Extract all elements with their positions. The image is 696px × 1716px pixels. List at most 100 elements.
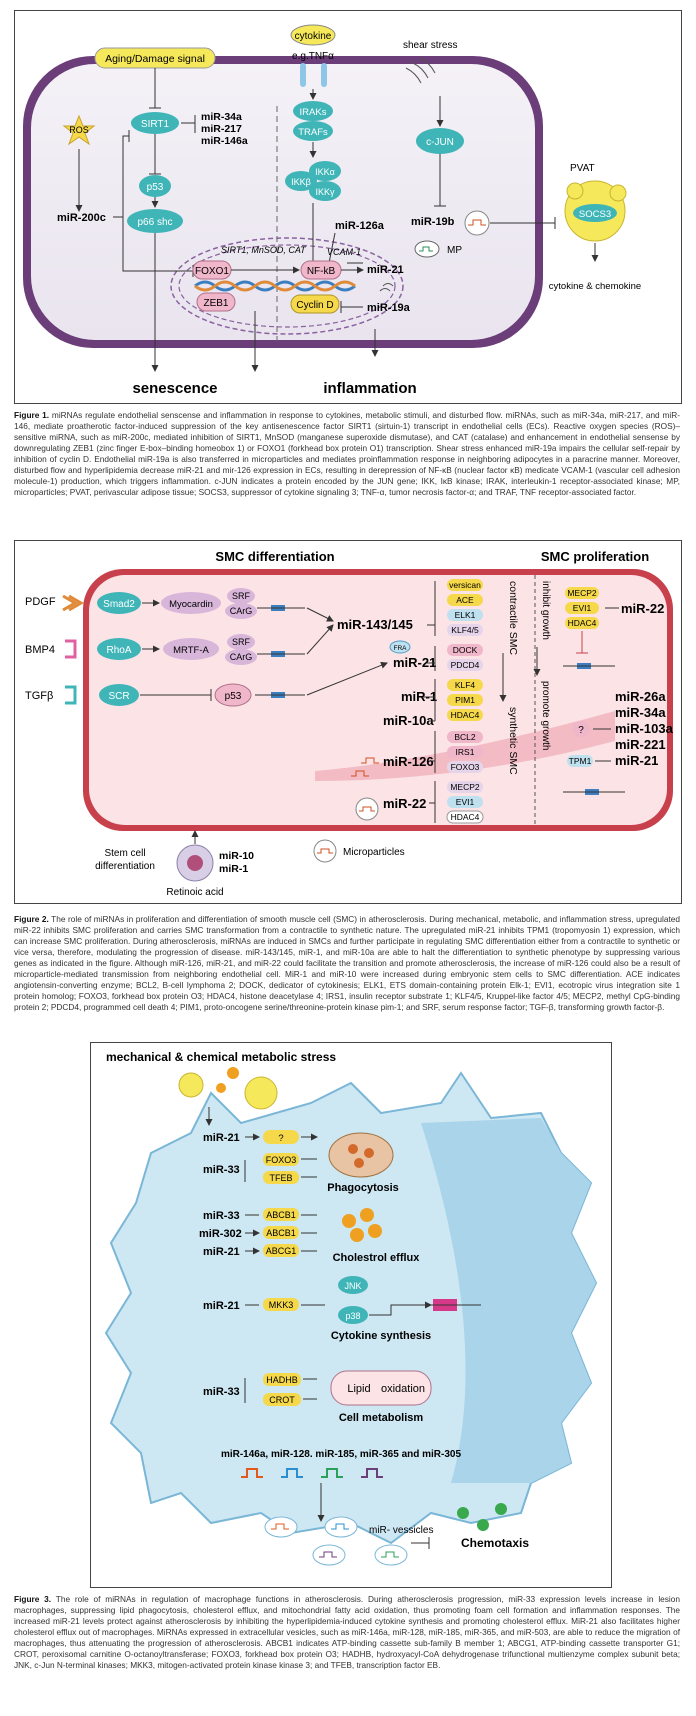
- macrophage-nucleus: [421, 1118, 596, 1483]
- arrow: [306, 661, 388, 696]
- receptor-icon: [300, 63, 306, 87]
- ros-star-icon: [62, 114, 96, 146]
- klf4-label: KLF4: [455, 680, 476, 690]
- mrtfa-label: MRTF-A: [173, 645, 209, 656]
- p66shc-node: [127, 209, 183, 233]
- fra1-node: [389, 640, 411, 654]
- inhibit-growth-label: inhibit growth: [540, 581, 551, 640]
- evi1r-label: EVI1: [573, 603, 592, 613]
- unknown-label: ?: [278, 1133, 283, 1144]
- stem-cell-nucleus-icon: [187, 855, 203, 871]
- nucleus-outer: [170, 237, 404, 335]
- crot-node: [263, 1393, 301, 1406]
- cholesterol-icon: [360, 1208, 374, 1222]
- mir21-label: miR-21: [367, 264, 404, 276]
- p38-label: p38: [345, 1311, 360, 1321]
- abcb1b-node: [263, 1226, 299, 1239]
- cjun-node: [416, 128, 464, 154]
- carg-node: [225, 603, 257, 619]
- microparticle-icon: [414, 240, 440, 258]
- chemokine-icon: [477, 1519, 489, 1531]
- irs1-node: [447, 746, 483, 758]
- hdac4r-node: [565, 617, 599, 629]
- mkk3-label: MKK3: [269, 1300, 294, 1310]
- abcb1a-label: ABCB1: [266, 1210, 296, 1220]
- pdcd4-node: [447, 659, 483, 671]
- mir143-145-label: miR-143/145: [337, 617, 413, 632]
- cyclind-label: Cyclin D: [296, 300, 333, 311]
- abcg1-label: ABCG1: [266, 1246, 297, 1256]
- evi1r-node: [565, 602, 599, 614]
- tpm1-node: [567, 755, 593, 767]
- mir146a-label: miR-146a: [201, 135, 248, 147]
- evi1-node: [447, 796, 483, 808]
- vesicle-icon: [324, 1516, 358, 1538]
- aging-label: Aging/Damage signal: [105, 53, 205, 65]
- mir21a-label: miR-21: [203, 1132, 240, 1144]
- mir19a-label: miR-19a: [367, 302, 411, 314]
- figure-2-diagram: SMC differentiation SMC proliferation PD…: [25, 549, 674, 898]
- phagocytosis-label: Phagocytosis: [327, 1182, 399, 1194]
- contractile-smc-label: contractile SMC: [507, 581, 519, 656]
- cyclind-node: [290, 294, 340, 314]
- mir21c-label: miR-21: [203, 1300, 240, 1312]
- mir19b-label: miR-19b: [411, 216, 455, 228]
- adipocyte-icon: [609, 184, 627, 202]
- mrtfa-node: [163, 638, 219, 660]
- figure-3-diagram: mechanical & chemical metabolic stress m…: [104, 1050, 598, 1566]
- mir217-label: miR-217: [201, 123, 242, 135]
- mirna-icon: [321, 1468, 343, 1478]
- sirt-mnsod-cat-label: SIRT1, MnSOD, CAT: [221, 245, 307, 255]
- receptor-icon: [321, 63, 327, 87]
- endothelial-cell-cytoplasm: [31, 64, 535, 340]
- pim1-node: [447, 694, 483, 706]
- ace-label: ACE: [456, 595, 474, 605]
- zeb1-label: ZEB1: [203, 298, 228, 309]
- p53-label: p53: [225, 691, 242, 702]
- mir33a-label: miR-33: [203, 1164, 240, 1176]
- hdac4b-label: HDAC4: [451, 812, 480, 822]
- mir-list-label: miR-146a, miR-128. miR-185, miR-365 and …: [221, 1449, 462, 1460]
- mir126a-label: miR-126a: [335, 220, 385, 232]
- mir21-label: miR-21: [393, 655, 436, 670]
- arrow: [306, 607, 334, 622]
- myocardin-node: [161, 592, 221, 614]
- chemokine-icon: [457, 1507, 469, 1519]
- oxidation-label: oxidation: [381, 1383, 425, 1395]
- vesicle-icon: [264, 1516, 298, 1538]
- ikky-node: [309, 181, 341, 201]
- cholesterol-icon: [350, 1228, 364, 1242]
- srf-node: [227, 588, 255, 604]
- eg-tnf-label: e.g.TNFα: [292, 51, 334, 62]
- connector-line: [122, 217, 193, 272]
- p38-node: [338, 1306, 368, 1324]
- trafs-label: TRAFs: [298, 127, 328, 138]
- rhoa-label: RhoA: [106, 645, 131, 656]
- hdac4r-label: HDAC4: [568, 618, 597, 628]
- mirna-icon: [419, 246, 433, 252]
- trafs-node: [293, 121, 333, 141]
- crot-label: CROT: [269, 1395, 295, 1405]
- lipid-icon: [216, 1083, 226, 1093]
- figure-2-caption: Figure 2. The role of miRNAs in prolifer…: [14, 914, 680, 1013]
- foxo3-node: [447, 761, 483, 773]
- caption-title: Figure 1.: [14, 410, 50, 420]
- mirna-icon: [468, 219, 486, 226]
- mir34a-label: miR-34a: [201, 111, 242, 123]
- carg-node: [225, 649, 257, 665]
- iraks-label: IRAKs: [300, 107, 327, 118]
- shear-stress-icon: [405, 57, 436, 84]
- stress-label: mechanical & chemical metabolic stress: [106, 1050, 336, 1064]
- bcl2-label: BCL2: [454, 732, 476, 742]
- caption-title: Figure 2.: [14, 914, 49, 924]
- synthetic-smc-label: synthetic SMC: [507, 707, 519, 775]
- unknown-node: [572, 721, 590, 737]
- figure-1-caption: Figure 1. miRNAs regulate endothelial se…: [14, 410, 680, 498]
- jnk-node: [338, 1276, 368, 1294]
- mirna-icon: [351, 770, 369, 777]
- cytokine-label: cytokine: [295, 31, 332, 42]
- bcl2-node: [447, 731, 483, 743]
- adipocyte-icon: [566, 182, 584, 200]
- carg-label: CArG: [230, 606, 253, 616]
- hdac4-label: HDAC4: [451, 710, 480, 720]
